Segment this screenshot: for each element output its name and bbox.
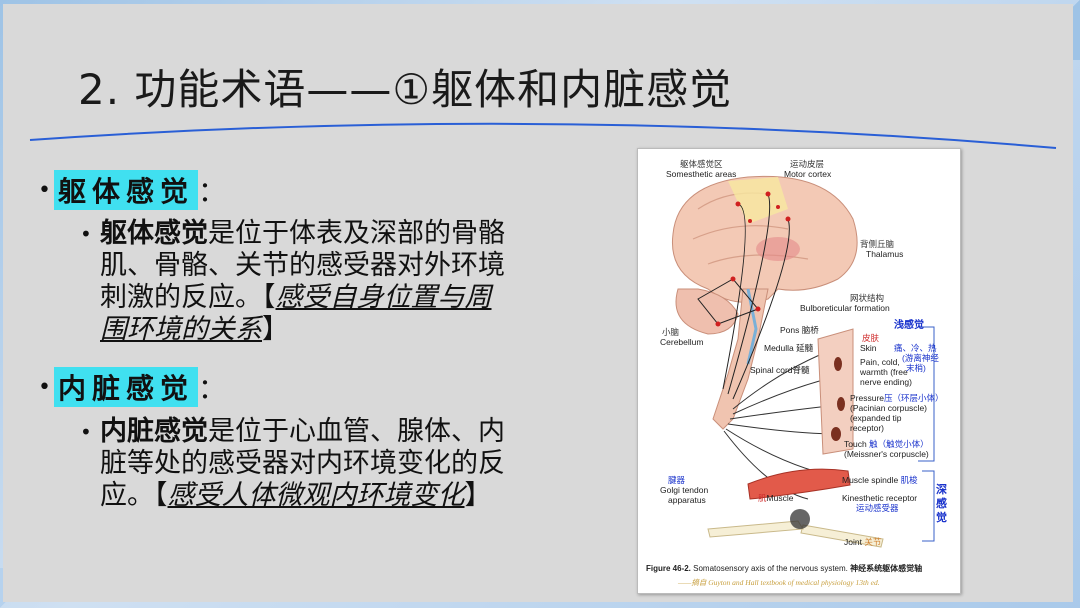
- definition-text: 是位于体表及深部的骨骼肌、骨骼、关节的感受器对外环境刺激的反应。【: [100, 218, 505, 313]
- emphasis-text: 感受人体微观内环境变化: [167, 480, 465, 511]
- heading-colon: ：: [198, 372, 227, 405]
- label-pacinian-1: (Pacinian corpuscle): [850, 403, 928, 413]
- label-cerebellum-cn: 小脑: [662, 327, 680, 337]
- label-tendon-cn: 腱器: [668, 475, 686, 485]
- sub-bullet: •: [80, 222, 92, 246]
- label-tendon-1: Golgi tendon: [660, 485, 709, 495]
- label-free-ending-cn-2: 末梢): [906, 363, 926, 373]
- bullet: •: [38, 374, 51, 400]
- section-heading-somatic: • 躯体感觉 ：: [38, 170, 226, 210]
- label-medulla: Medulla 延髓: [764, 343, 814, 353]
- label-spindle: Muscle spindle 肌梭: [842, 475, 918, 485]
- label-motor-cn: 运动皮层: [790, 159, 825, 169]
- label-muscle: 肌Muscle: [758, 493, 794, 503]
- label-cerebellum: Cerebellum: [660, 337, 704, 347]
- label-free-ending-cn-1: (游离神经: [902, 353, 939, 363]
- label-motor: Motor cortex: [784, 169, 832, 179]
- label-pain-2: warmth (free: [860, 367, 908, 377]
- heading-highlight: 躯体感觉: [54, 170, 199, 210]
- label-pons: Pons 脑桥: [780, 325, 819, 335]
- label-somesthetic: Somesthetic areas: [666, 169, 737, 179]
- title-underline-arc: [29, 122, 1057, 149]
- label-pacinian-2: (expanded tip: [850, 413, 902, 423]
- label-skin: Skin: [860, 343, 877, 353]
- heading-highlight: 内脏感觉: [54, 367, 199, 407]
- section-heading-visceral: • 内脏感觉 ：: [38, 367, 226, 407]
- label-spinal: Spinal cord脊髓: [750, 365, 810, 375]
- label-pressure: Pressure压（环层小体）: [850, 393, 944, 403]
- label-kinesthetic-cn: 运动感受器: [856, 503, 899, 513]
- label-skin-cn: 皮肤: [862, 333, 880, 343]
- label-pain-3: nerve ending): [860, 377, 912, 387]
- close-bracket: 】: [464, 480, 492, 511]
- sub-bullet: •: [80, 420, 92, 444]
- heading-colon: ：: [198, 175, 227, 208]
- label-somesthetic-cn: 躯体感觉区: [680, 159, 723, 169]
- term: 内脏感觉: [100, 416, 208, 447]
- label-pain-1: Pain, cold,: [860, 357, 900, 367]
- label-pain-cn: 痛、冷、热: [894, 343, 937, 353]
- label-tendon-2: apparatus: [668, 495, 706, 505]
- label-shallow-sensation: 浅感觉: [894, 320, 924, 331]
- emphasis-text: 感受自身位置与周围环境的关系: [100, 282, 492, 345]
- bullet: •: [38, 177, 51, 203]
- label-kinesthetic: Kinesthetic receptor: [842, 493, 918, 503]
- label-reticular-cn: 网状结构: [850, 293, 885, 303]
- definition-text: 是位于心血管、腺体、内脏等处的感受器对内环境变化的反应。【: [100, 416, 505, 511]
- label-thalamus: Thalamus: [866, 249, 904, 259]
- label-reticular: Bulboreticular formation: [800, 303, 890, 313]
- somatosensory-figure: 躯体感觉区 Somesthetic areas 运动皮层 Motor corte…: [637, 148, 961, 594]
- label-joint: Joint 关节: [844, 537, 882, 547]
- label-meissner: (Meissner's corpuscle): [844, 449, 929, 459]
- label-deep-sensation: 深感觉: [936, 484, 947, 524]
- figure-illustration: [671, 175, 935, 548]
- term: 躯体感觉: [100, 218, 208, 249]
- slide-title: 2. 功能术语——①躯体和内脏感觉: [78, 65, 733, 114]
- figure-caption: Figure 46-2. Somatosensory axis of the n…: [646, 564, 923, 573]
- figure-source: ——摘自 Guyton and Hall textbook of medical…: [678, 578, 880, 587]
- close-bracket: 】: [262, 314, 289, 345]
- label-thalamus-cn: 背侧丘脑: [860, 239, 895, 249]
- somatic-definition: • 躯体感觉是位于体表及深部的骨骼肌、骨骼、关节的感受器对外环境刺激的反应。【感…: [80, 218, 510, 346]
- visceral-definition: • 内脏感觉是位于心血管、腺体、内脏等处的感受器对内环境变化的反应。【感受人体微…: [80, 416, 510, 512]
- label-touch: Touch 触（触觉小体）: [844, 439, 929, 449]
- label-pacinian-3: receptor): [850, 423, 885, 433]
